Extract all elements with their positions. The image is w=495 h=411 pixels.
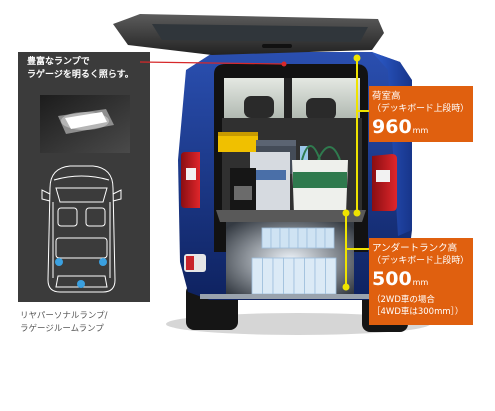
cargo-height-dot-top: [353, 54, 361, 62]
under-trunk-height-dot-top: [342, 209, 350, 217]
under-trunk-height-unit: mm: [412, 278, 429, 287]
lamp-pointer-line: [139, 61, 285, 65]
car-top-view-hood: [53, 175, 110, 181]
tote-bag-stripe: [293, 172, 347, 188]
panel-headline: 豊富なランプで ラゲージを明るく照らす。: [27, 56, 134, 82]
under-trunk-height-value: 500: [372, 268, 412, 290]
under-trunk-height-dot-bottom: [342, 283, 350, 291]
car-top-view-mirror-left: [41, 189, 51, 202]
tailgate-handle: [262, 44, 292, 48]
water-bottle: [262, 257, 274, 295]
panel-headline-line2: ラゲージを明るく照らす。: [27, 70, 134, 80]
lamp-light: [65, 112, 107, 129]
water-bottle: [325, 257, 337, 295]
cargo-height-label: 荷室高: [372, 91, 401, 102]
cargo-height-value: 960: [372, 116, 412, 138]
tail-lamp-right: [372, 154, 397, 211]
under-trunk-height-label: アンダートランク高: [372, 243, 458, 254]
cargo-height-value-line: 960mm: [372, 116, 472, 142]
tote-bag-handle-right: [317, 146, 341, 161]
water-bottle: [314, 257, 326, 295]
lamp-caption: リヤパーソナルランプ/ ラゲージルームランプ: [20, 310, 107, 336]
water-bottle: [304, 257, 316, 295]
cargo-height-condition: （デッキボード上段時）: [372, 104, 469, 114]
car-top-view-front-seat-right: [85, 207, 106, 227]
cooler-box-lid: [256, 140, 296, 146]
bumper-trim: [200, 294, 380, 299]
appliance-box-label: [254, 170, 286, 180]
tailgate-glass: [152, 24, 368, 42]
water-bottle: [324, 227, 335, 249]
appliance-box: [250, 152, 290, 210]
car-top-view-mirror-right: [112, 189, 122, 202]
under-trunk-height-condition: （デッキボード上段時）: [372, 256, 469, 266]
water-packs-upper: [261, 227, 335, 249]
yellow-box-top: [218, 132, 258, 136]
lamp-pointer-dot: [281, 61, 287, 67]
under-trunk-height-note-line1: （2WD車の場合: [372, 295, 435, 305]
cabin-pillar: [284, 78, 292, 126]
car-top-view-body: [47, 165, 116, 293]
water-bottle: [283, 257, 295, 295]
water-bottle: [293, 257, 305, 295]
headrest-right: [306, 98, 336, 120]
cargo-height-spec: 荷室高 （デッキボード上段時） 960mm: [369, 86, 473, 142]
car-top-view-windshield: [55, 187, 108, 203]
water-bottle: [270, 227, 281, 249]
car-top-view-front-seat-left: [57, 207, 78, 227]
car-top-view-rear-seat: [55, 237, 108, 259]
tail-lamp-left-lens: [186, 168, 196, 180]
water-bottle: [315, 227, 326, 249]
headrest-left: [244, 96, 274, 118]
water-bottle: [272, 257, 284, 295]
water-bottle: [288, 227, 299, 249]
lamp-info-panel: 豊富なランプで ラゲージを明るく照らす。: [18, 52, 150, 302]
tote-bag-handle-left: [301, 145, 321, 161]
rear-personal-lamp-dot-left: [55, 258, 63, 266]
cargo-height-unit: mm: [412, 126, 429, 135]
water-bottle: [279, 227, 290, 249]
lamp-caption-line1: リヤパーソナルランプ/: [20, 311, 108, 321]
water-bottle: [261, 227, 272, 249]
water-packs-lower: [251, 257, 337, 295]
coffee-machine-cup-area: [234, 186, 252, 200]
under-trunk-height-value-line: 500mm: [372, 268, 472, 294]
yellow-box: [218, 132, 258, 152]
rear-personal-lamp-dot-right: [99, 258, 107, 266]
water-bottle: [306, 227, 317, 249]
water-bottle: [297, 227, 308, 249]
water-bottle: [251, 257, 263, 295]
car-top-view-diagram: [41, 165, 122, 293]
under-trunk-height-note-line2: ［4WD車は300mm］）: [372, 307, 464, 317]
car-top-view-rear-window: [55, 275, 108, 288]
panel-headline-line1: 豊富なランプで: [27, 57, 90, 67]
luggage-room-lamp-dot: [77, 280, 85, 288]
cargo-height-dot-bottom: [353, 209, 361, 217]
lower-lamp-left-red: [186, 256, 194, 270]
lamp-panel-art: [40, 95, 130, 293]
tail-lamp-right-lens: [376, 170, 390, 182]
lamp-caption-line2: ラゲージルームランプ: [20, 324, 104, 334]
deck-board: [216, 210, 366, 222]
under-trunk-height-spec: アンダートランク高 （デッキボード上段時） 500mm （2WD車の場合 ［4W…: [369, 238, 473, 325]
